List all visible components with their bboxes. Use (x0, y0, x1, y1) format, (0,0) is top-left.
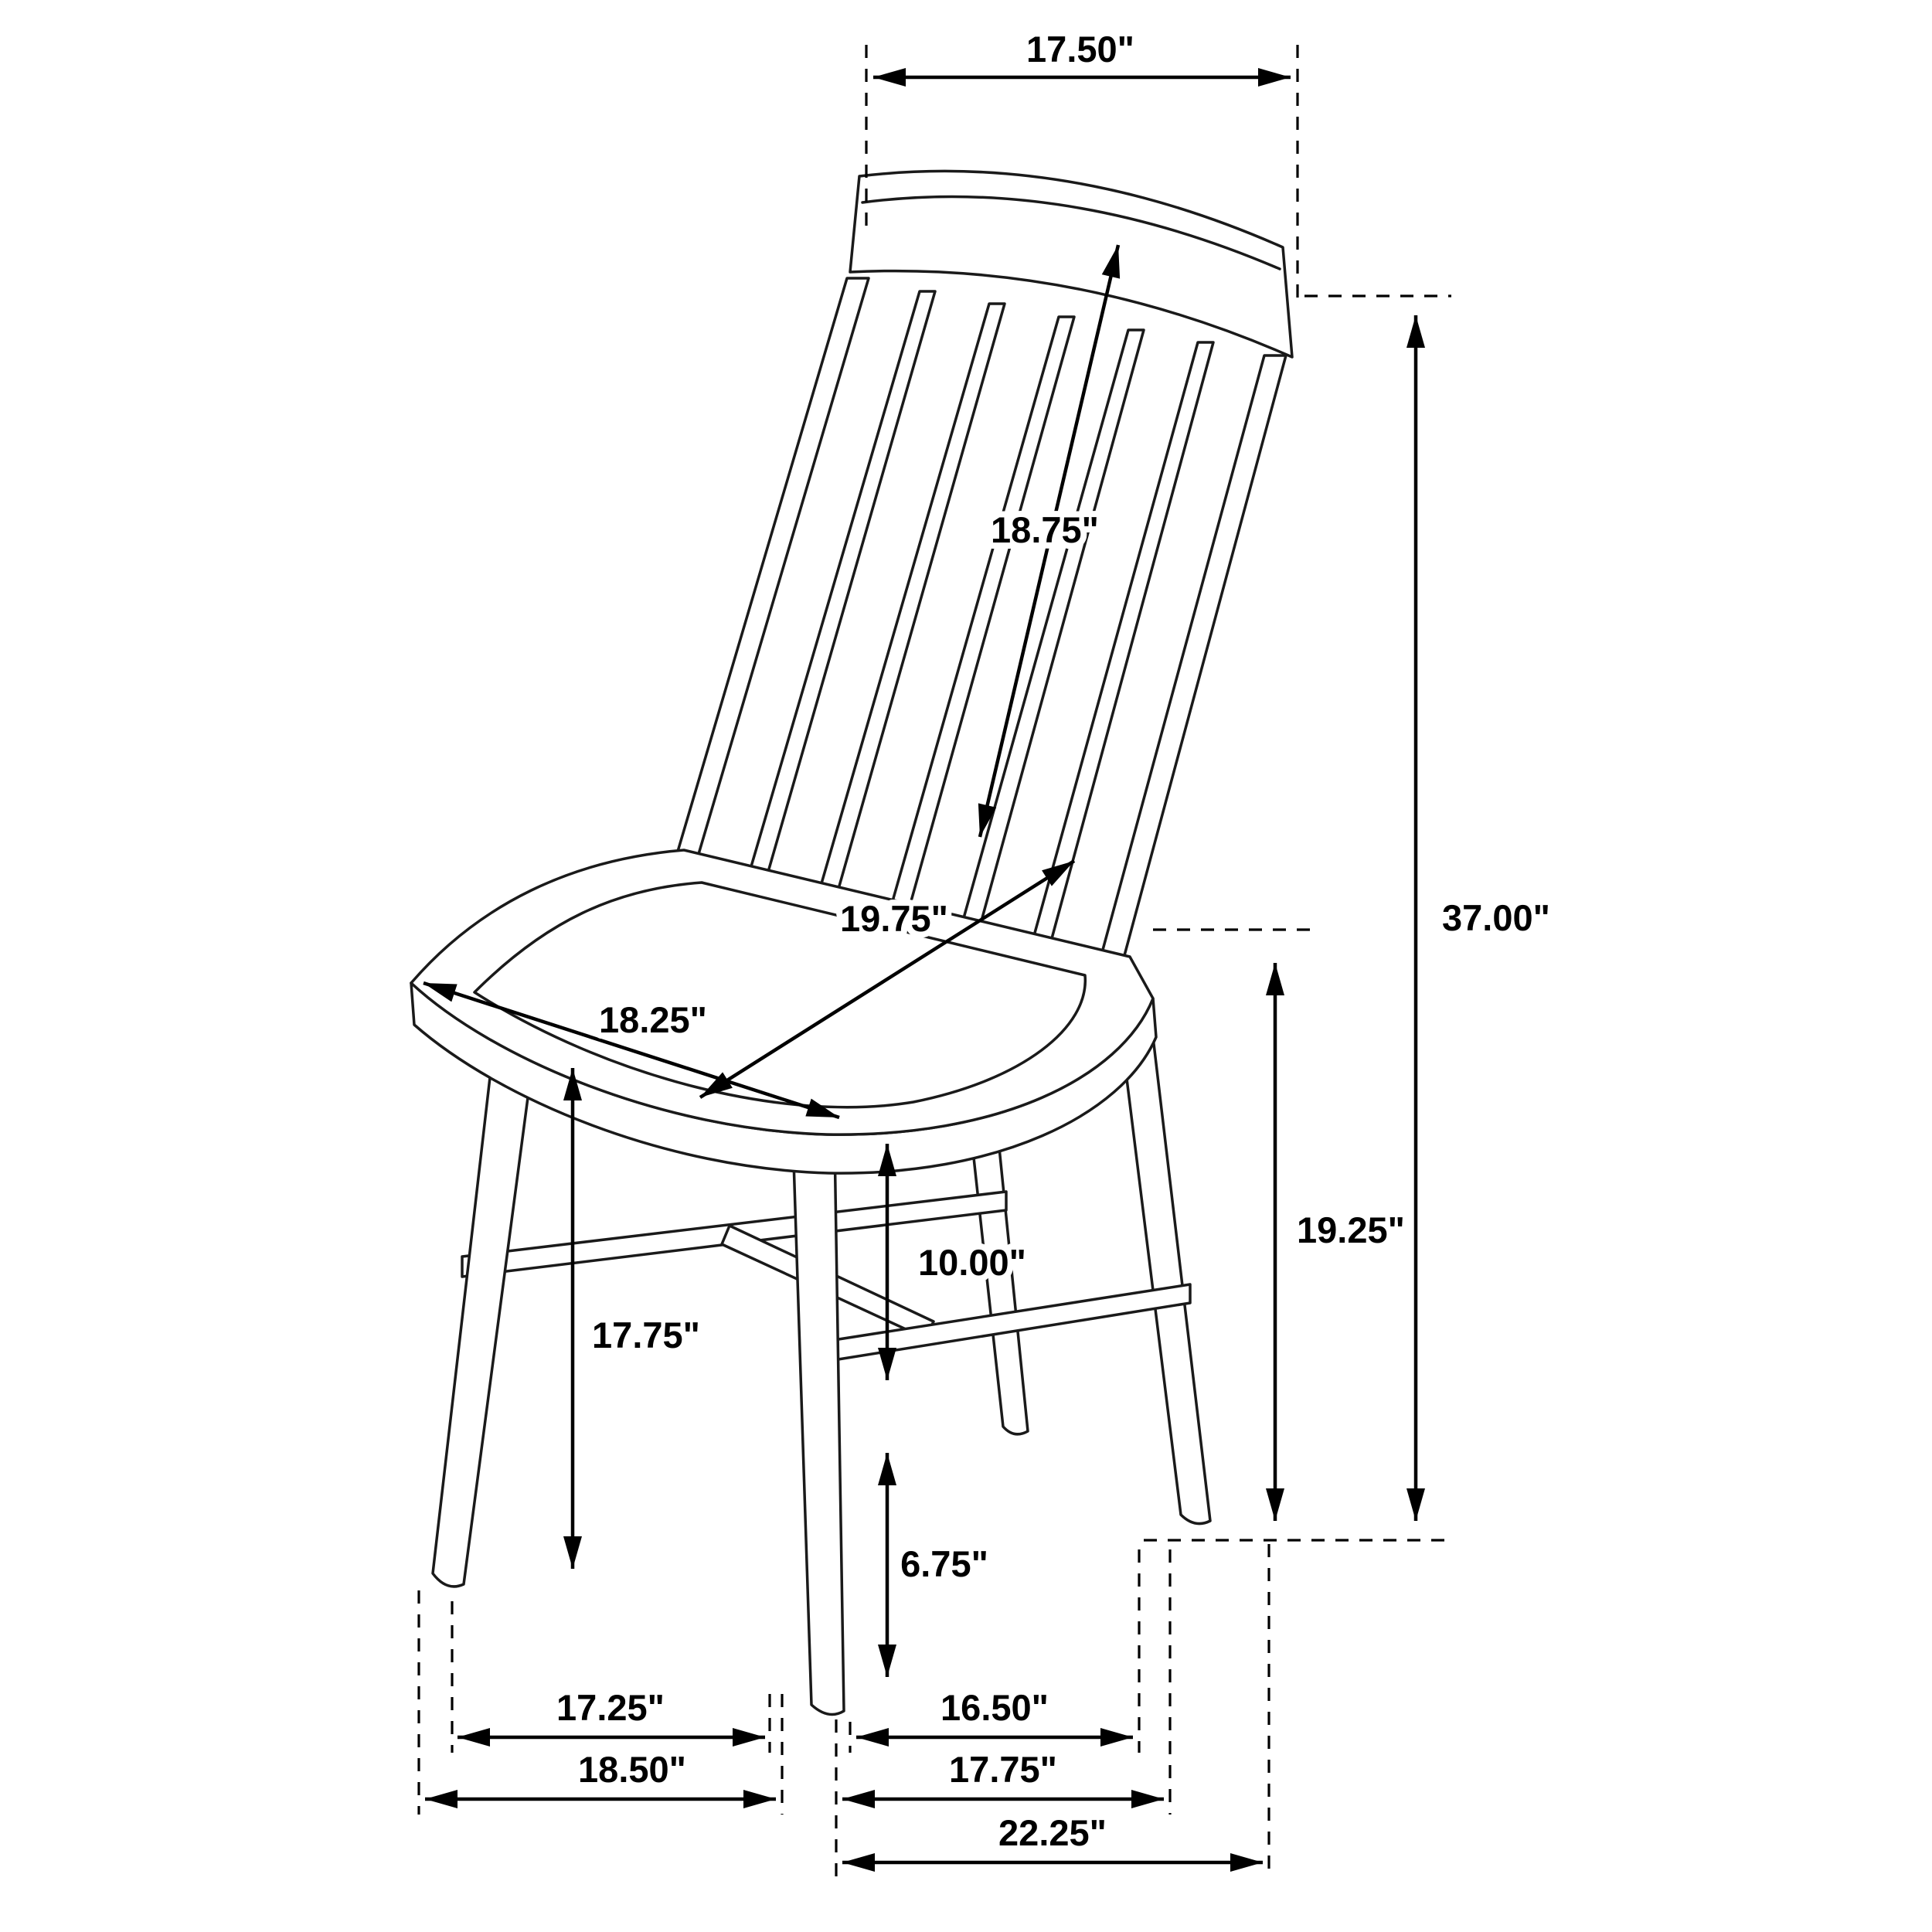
dim-side-leg-inner-span-label: 16.50" (940, 1687, 1049, 1728)
dim-seat-to-stretcher: 10.00" (878, 1144, 1032, 1380)
dim-seat-height-label: 19.25" (1297, 1209, 1405, 1250)
dim-overall-height: 37.00" (1144, 294, 1556, 1542)
chair-front-left-leg (431, 1036, 536, 1588)
dim-top-width: 17.50" (865, 22, 1299, 298)
dim-seat-depth-label: 19.75" (840, 898, 948, 939)
dimension-arrow (978, 244, 1121, 838)
dim-overall-depth: 22.25" (842, 1544, 1270, 1876)
dim-stretcher-to-floor: 6.75" (878, 1453, 995, 1677)
chair-drawing (410, 169, 1294, 1716)
dimension-arrow (423, 981, 840, 1120)
chair-front-right-leg (791, 1136, 845, 1716)
dim-seat-height: 19.25" (1153, 928, 1411, 1521)
dim-front-leg-outer-span: 18.50" (417, 1590, 784, 1815)
dim-seat-width: 18.25" (423, 981, 840, 1120)
dim-front-leg-inner-span: 17.25" (451, 1601, 771, 1753)
dim-stretcher-to-floor-label: 6.75" (900, 1543, 988, 1584)
dim-backrest-length: 18.75" (978, 244, 1121, 838)
dim-overall-height-label: 37.00" (1442, 897, 1550, 938)
dim-side-leg-mid-span: 17.75" (835, 1549, 1172, 1876)
dim-overall-depth-label: 22.25" (998, 1812, 1107, 1853)
dim-leg-height-label: 17.75" (592, 1315, 700, 1355)
dim-seat-depth: 19.75" (699, 859, 1076, 1099)
dim-side-leg-inner-span: 16.50" (849, 1549, 1141, 1753)
dim-backrest-length-label: 18.75" (991, 509, 1099, 550)
chair-crest-rail-edge-line (861, 195, 1281, 270)
dim-side-leg-mid-span-label: 17.75" (949, 1749, 1057, 1790)
dim-front-leg-inner-span-label: 17.25" (556, 1687, 665, 1728)
dim-leg-height: 17.75" (563, 1068, 706, 1569)
dimension-annotations: 17.50" 37.00" 18.75" 19.75" 18.25" (417, 22, 1556, 1876)
chair-rear-right-leg (1114, 984, 1212, 1526)
chair-spindle (961, 328, 1145, 925)
dim-seat-width-label: 18.25" (599, 999, 707, 1040)
dim-front-leg-outer-span-label: 18.50" (578, 1749, 686, 1790)
dim-seat-to-stretcher-label: 10.00" (918, 1242, 1026, 1283)
dim-top-width-label: 17.50" (1026, 29, 1134, 70)
